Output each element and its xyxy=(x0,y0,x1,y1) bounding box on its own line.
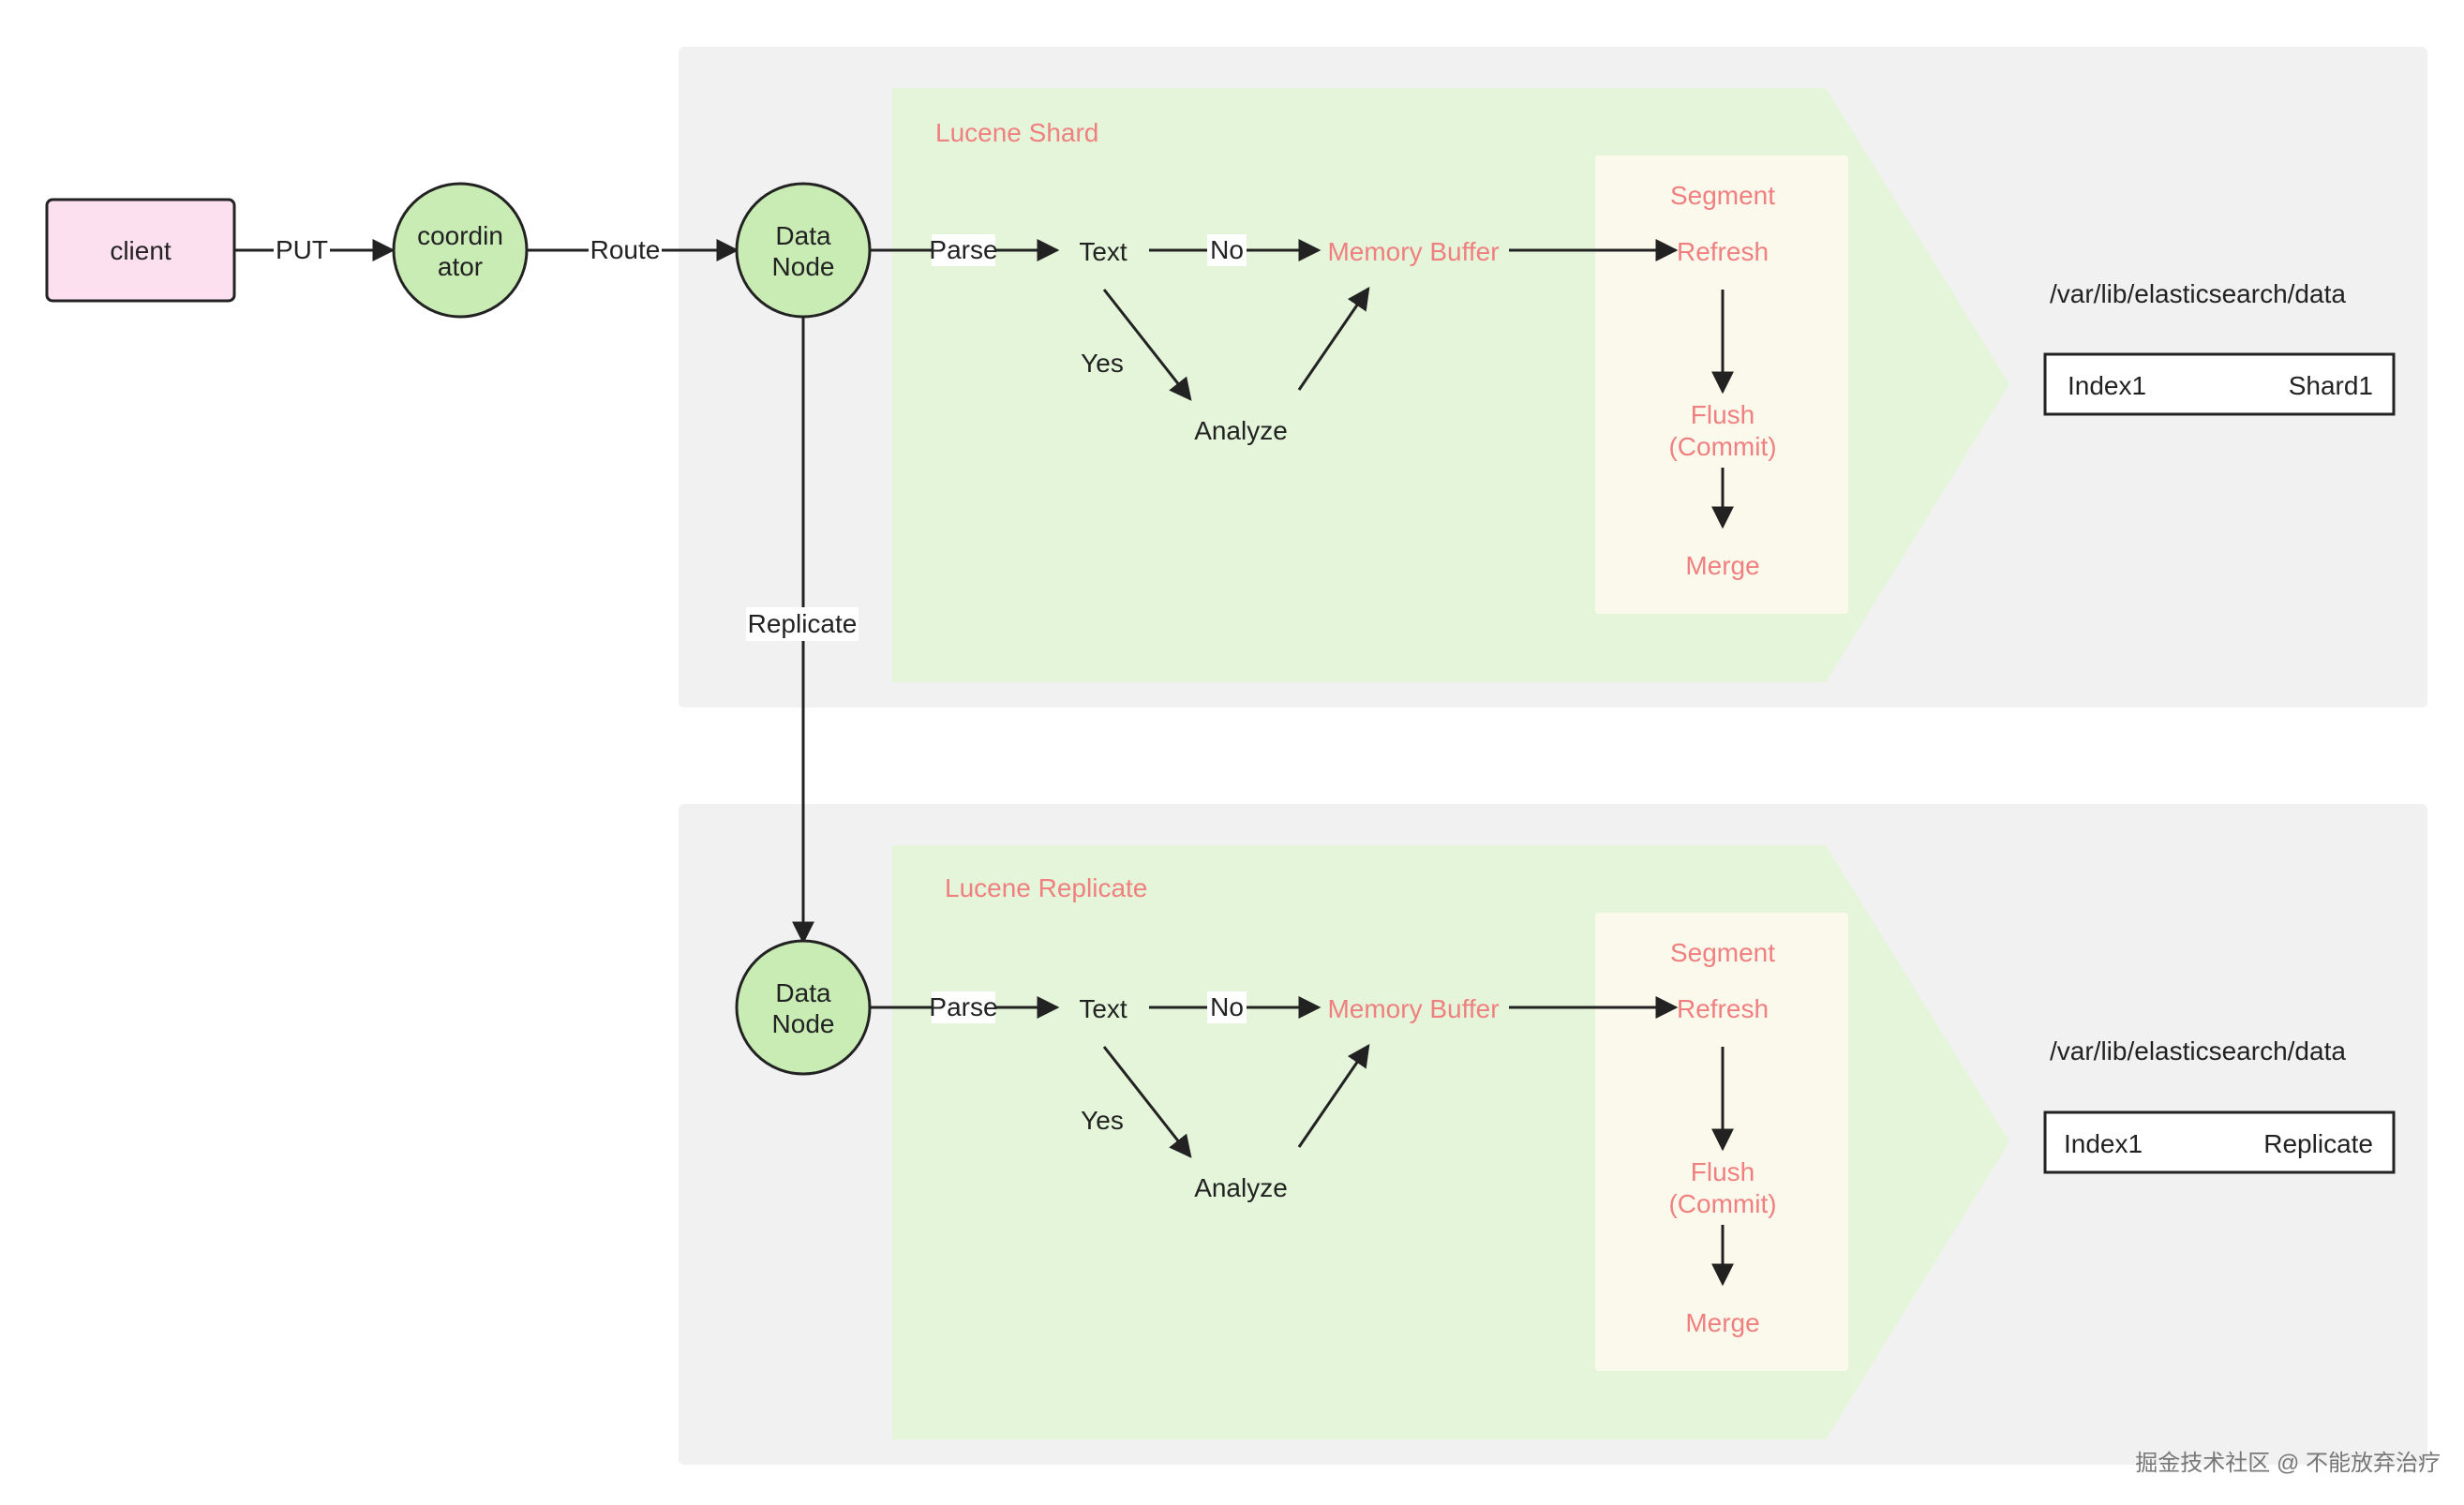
flush-node-replica-2: (Commit) xyxy=(1668,1189,1776,1218)
data-path-shard: /var/lib/elasticsearch/data xyxy=(2050,279,2346,308)
client-label: client xyxy=(110,236,172,265)
edge-analyze-shard xyxy=(1297,287,1370,391)
yes-label-replica: Yes xyxy=(1081,1106,1124,1135)
yes-label-shard: Yes xyxy=(1081,349,1124,378)
refresh-node-shard: Refresh xyxy=(1677,237,1769,266)
coordinator-label-2: ator xyxy=(438,252,483,281)
data-node-replica-label-1: Data xyxy=(775,978,831,1007)
coordinator-label-1: coordin xyxy=(417,221,503,250)
client-node xyxy=(45,198,236,303)
flush-node-replica-1: Flush xyxy=(1691,1157,1755,1186)
analyze-node-shard: Analyze xyxy=(1194,416,1288,445)
segment-title-shard: Segment xyxy=(1670,181,1775,210)
edge-analyze-replica xyxy=(1297,1044,1370,1148)
no-label-replica: No xyxy=(1210,992,1244,1021)
store-label-replica: Replicate xyxy=(2263,1129,2373,1158)
index-label-shard: Index1 xyxy=(2068,371,2146,400)
data-node-replica-label-2: Node xyxy=(772,1009,835,1038)
data-node-primary xyxy=(735,182,872,319)
index-box-shard xyxy=(2043,352,2396,416)
memory-buffer-shard: Memory Buffer xyxy=(1327,237,1499,266)
coordinator-node xyxy=(392,182,529,319)
merge-node-replica: Merge xyxy=(1685,1308,1759,1337)
segment-title-replica: Segment xyxy=(1670,938,1775,967)
text-node-shard: Text xyxy=(1079,237,1127,266)
no-label-shard: No xyxy=(1210,235,1244,264)
watermark: 掘金技术社区 @ 不能放弃治疗 xyxy=(2135,1451,2441,1476)
edge-label-route: Route xyxy=(590,235,661,264)
parse-label-replica: Parse xyxy=(929,992,997,1021)
parse-label-shard: Parse xyxy=(929,235,997,264)
index-box-replica xyxy=(2043,1110,2396,1174)
memory-buffer-replica: Memory Buffer xyxy=(1327,994,1499,1023)
refresh-node-replica: Refresh xyxy=(1677,994,1769,1023)
lucene-replicate-title: Lucene Replicate xyxy=(945,873,1147,902)
edge-yes-replica xyxy=(1102,1046,1192,1158)
lucene-shard-title: Lucene Shard xyxy=(935,118,1098,147)
analyze-node-replica: Analyze xyxy=(1194,1173,1288,1202)
data-node-primary-label-1: Data xyxy=(775,221,831,250)
data-node-primary-label-2: Node xyxy=(772,252,835,281)
index-label-replica: Index1 xyxy=(2064,1129,2143,1158)
edge-label-replicate: Replicate xyxy=(748,609,858,638)
store-label-shard: Shard1 xyxy=(2289,371,2373,400)
edge-label-put: PUT xyxy=(276,235,328,264)
text-node-replica: Text xyxy=(1079,994,1127,1023)
edge-yes-shard xyxy=(1102,289,1192,401)
merge-node-shard: Merge xyxy=(1685,551,1759,580)
flush-node-shard-1: Flush xyxy=(1691,400,1755,429)
data-path-replica: /var/lib/elasticsearch/data xyxy=(2050,1036,2346,1065)
data-node-replica xyxy=(735,939,872,1076)
flush-node-shard-2: (Commit) xyxy=(1668,432,1776,461)
